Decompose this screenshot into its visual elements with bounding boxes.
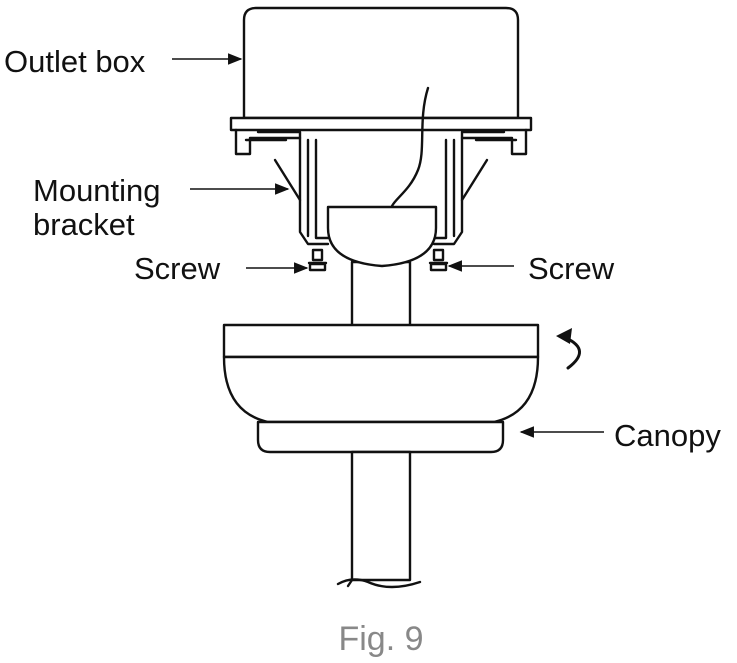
rotate-arrow-icon [556,328,581,370]
canopy-label: Canopy [614,418,721,453]
screw-right-icon [428,248,449,272]
downrod-upper [350,260,412,328]
mounting-bracket [229,116,533,246]
hanger-ball [326,205,438,268]
downrod-lower [336,450,422,589]
mounting-bracket-label-line2: bracket [33,207,135,242]
screw-right-label: Screw [528,251,615,286]
mounting-bracket-label-line1: Mounting [33,173,161,208]
screw-left-label: Screw [134,251,221,286]
wire [390,86,430,208]
figure-caption: Fig. 9 [338,620,423,658]
outlet-box [242,6,520,120]
outlet-box-label: Outlet box [4,44,146,79]
screw-left-icon [307,248,328,272]
canopy [222,323,540,454]
